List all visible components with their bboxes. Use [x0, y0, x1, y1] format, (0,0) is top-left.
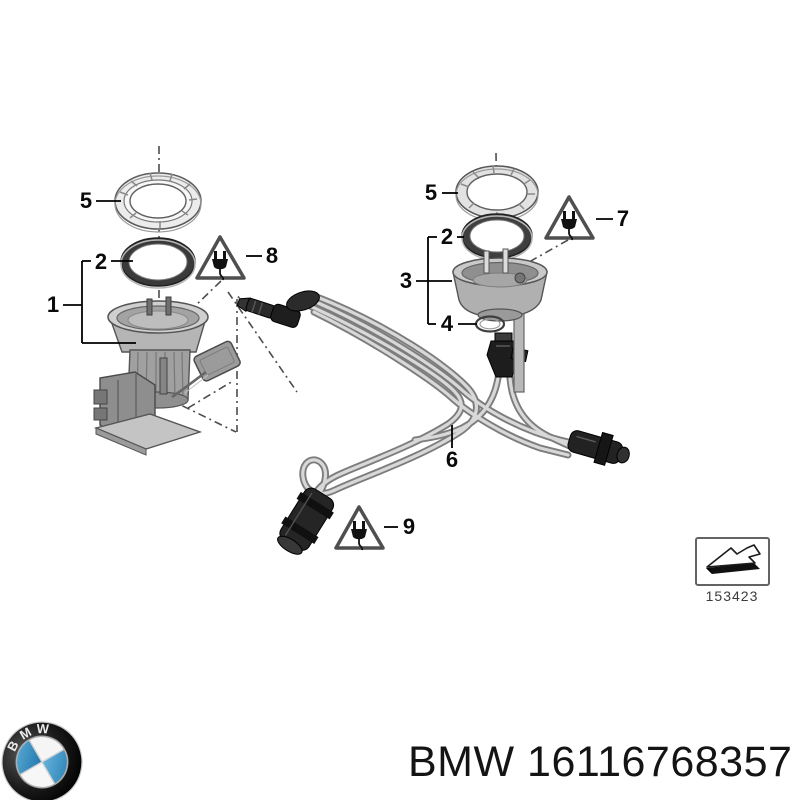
- retaining-ring-left: [114, 172, 202, 233]
- callout-2-left: 2: [95, 249, 107, 274]
- fuel-lines: [299, 291, 589, 522]
- callout-2-right: 2: [441, 224, 453, 249]
- warning-triangle-9: [334, 505, 385, 551]
- callout-lines: [63, 192, 613, 528]
- callout-9: 9: [403, 514, 415, 539]
- logo-letter-w: W: [36, 721, 50, 736]
- seal-ring-right: [461, 213, 533, 261]
- part-number-text: BMW 16116768357: [408, 738, 792, 786]
- retaining-ring-right: [455, 165, 539, 222]
- warning-triangle-8: [195, 235, 246, 281]
- callout-7: 7: [617, 206, 629, 231]
- electric-plug-icon: [212, 251, 228, 281]
- callout-6: 6: [446, 447, 458, 472]
- image-ref-box: 153423: [695, 537, 770, 604]
- warning-triangle-7: [544, 195, 595, 241]
- right-sender-assembly: [452, 165, 548, 393]
- callout-3: 3: [400, 268, 412, 293]
- image-ref-code: 153423: [706, 588, 759, 604]
- fuel-pump-module: [93, 296, 241, 456]
- seal-ring-left: [120, 237, 196, 289]
- left-pump-assembly: [93, 172, 241, 456]
- electric-plug-icon: [561, 211, 577, 241]
- callout-labels: 5 2 1 8 5 2 3 4 7 6 9: [47, 180, 629, 539]
- sender-cup: [452, 248, 548, 393]
- fuel-line-connectors: [236, 290, 630, 555]
- callout-5-left: 5: [80, 188, 92, 213]
- callout-4: 4: [441, 311, 454, 336]
- callout-5-right: 5: [425, 180, 437, 205]
- callout-8: 8: [266, 243, 278, 268]
- level-sender-pad: [193, 340, 241, 382]
- o-ring: [474, 315, 506, 333]
- direction-arrow-icon: [706, 544, 761, 574]
- electric-plug-icon: [351, 521, 367, 551]
- callout-1: 1: [47, 292, 59, 317]
- bmw-logo: B M W: [1, 721, 83, 800]
